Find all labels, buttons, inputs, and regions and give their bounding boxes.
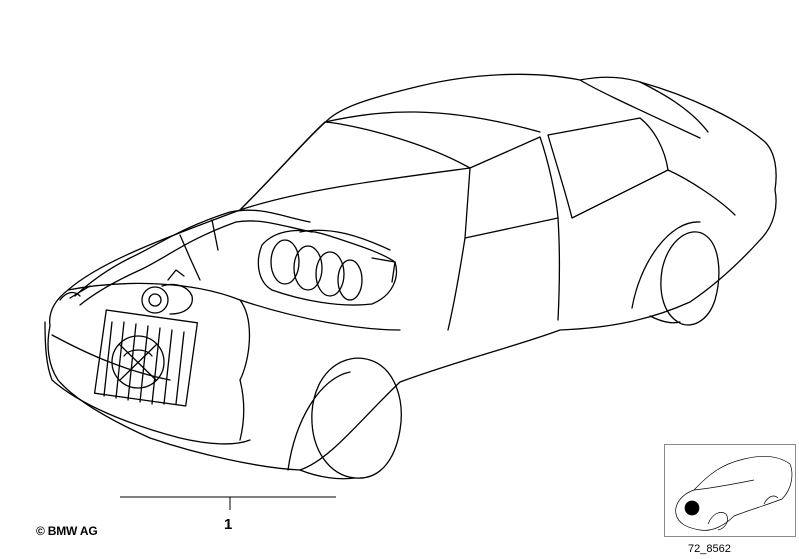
windshield bbox=[239, 121, 471, 211]
rear-door-window bbox=[547, 117, 669, 219]
car-body-outline bbox=[47, 73, 777, 471]
part-callout-number[interactable]: 1 bbox=[224, 516, 233, 533]
fan bbox=[111, 335, 165, 389]
front-wheel bbox=[311, 357, 402, 479]
rear-wheel bbox=[660, 231, 720, 326]
thumbnail-frame bbox=[664, 444, 796, 537]
ac-line-lower bbox=[79, 220, 313, 306]
thumbnail-car bbox=[675, 455, 793, 531]
compressor bbox=[141, 269, 193, 315]
location-marker bbox=[684, 500, 700, 516]
front-bumper bbox=[44, 321, 251, 445]
car-roof bbox=[239, 167, 471, 211]
copyright-label: © BMW AG bbox=[36, 524, 98, 538]
ac-line-upper bbox=[74, 209, 311, 297]
hood bbox=[67, 282, 251, 381]
condenser bbox=[93, 309, 199, 407]
callout-line bbox=[120, 496, 336, 510]
diagram-number: 72_8562 bbox=[688, 543, 731, 555]
front-door-window bbox=[464, 136, 559, 239]
evaporator-unit bbox=[257, 229, 397, 306]
